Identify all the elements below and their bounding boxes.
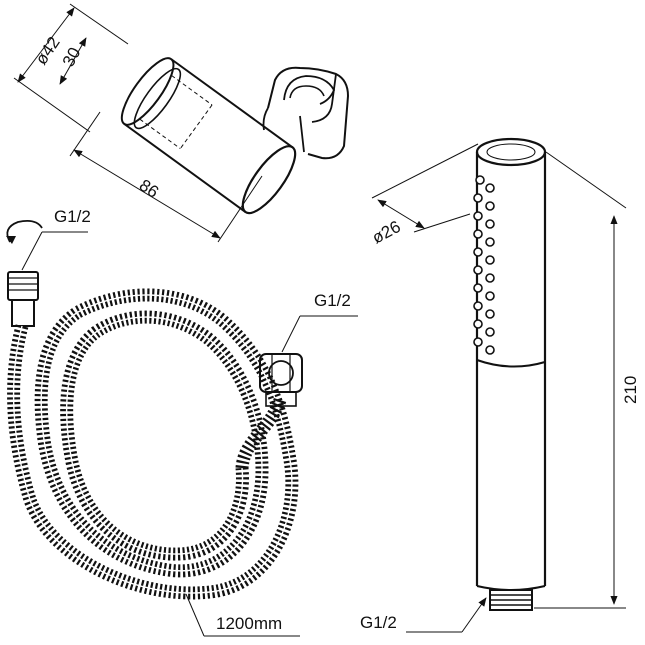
- shower-thread-label: G1/2: [360, 613, 397, 632]
- hose-outlet-thread-label: G1/2: [314, 291, 351, 310]
- hose-outlet-nut: [259, 353, 303, 407]
- hose-inlet-thread-label: G1/2: [54, 207, 91, 226]
- holder-diameter-label: ø42: [32, 33, 64, 68]
- holder-length-label: 86: [136, 176, 162, 202]
- shower-diameter-label: ø26: [369, 217, 404, 248]
- hand-shower-drawing: ø26 210 G1/2: [360, 137, 640, 633]
- hose-length-label: 1200mm: [216, 614, 282, 633]
- hose-coil: [7, 288, 299, 600]
- shower-height-label: 210: [621, 376, 640, 404]
- hose-drawing: G1/2 G1/2 1200mm: [6, 207, 358, 637]
- hose-inlet-connector: [6, 219, 43, 327]
- spray-nozzles: [473, 175, 495, 355]
